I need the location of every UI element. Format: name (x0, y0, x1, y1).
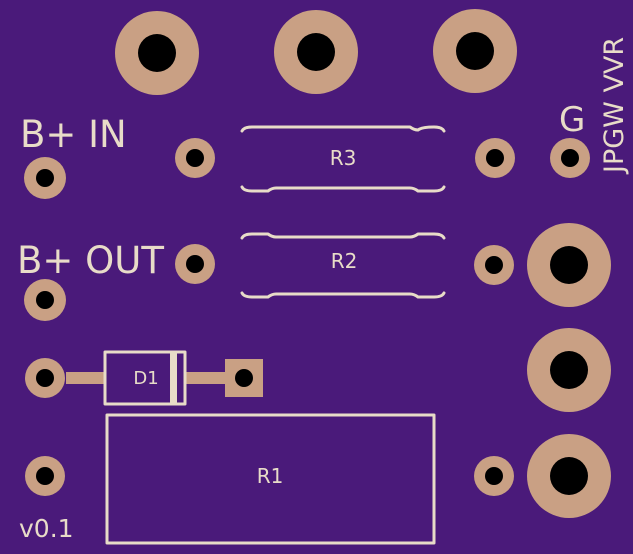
pad-d1-cathode-drill (235, 369, 253, 387)
pad-b-plus-in-drill (36, 169, 54, 187)
mounting-pad-1-drill (138, 34, 176, 72)
pad-d1-anode-drill (36, 369, 54, 387)
d1-cathode-band (170, 353, 177, 403)
r2-outline-bottom (240, 291, 446, 299)
d1-lead-right (185, 372, 225, 384)
b-plus-in-label: B+ IN (20, 113, 127, 156)
large-pad-1-drill (550, 246, 588, 284)
r1-outline (105, 413, 436, 545)
pad-r2-right-drill (485, 256, 503, 274)
r3-outline-top (240, 125, 446, 133)
vertical-title-label: JPGW VVR (599, 37, 630, 175)
pad-r1-left-drill (36, 467, 54, 485)
r1-label: R1 (257, 464, 284, 488)
d1-outline (103, 350, 187, 406)
ground-label: G (559, 100, 585, 140)
large-pad-2-drill (550, 351, 588, 389)
version-label: v0.1 (19, 514, 74, 543)
pad-r3-right-drill (486, 149, 504, 167)
d1-leads (66, 372, 225, 384)
right-large-pads (527, 223, 611, 518)
pad-r2-left-drill (186, 255, 204, 273)
large-pad-3-drill (550, 457, 588, 495)
r3-outline-bottom (240, 185, 446, 193)
r2-label: R2 (331, 249, 358, 273)
silkscreen-outlines (103, 125, 446, 545)
b-plus-out-label: B+ OUT (17, 239, 164, 282)
small-pads (24, 138, 590, 496)
pad-b-plus-out-drill (36, 291, 54, 309)
pad-ground-drill (561, 149, 579, 167)
pad-r3-left-drill (186, 149, 204, 167)
r3-label: R3 (330, 146, 357, 170)
top-mounting-pads (115, 9, 517, 95)
r2-outline-top (240, 232, 446, 240)
d1-label: D1 (133, 368, 158, 389)
d1-lead-left (66, 372, 106, 384)
mounting-pad-3-drill (456, 32, 494, 70)
pad-r1-right-drill (485, 467, 503, 485)
mounting-pad-2-drill (297, 33, 335, 71)
